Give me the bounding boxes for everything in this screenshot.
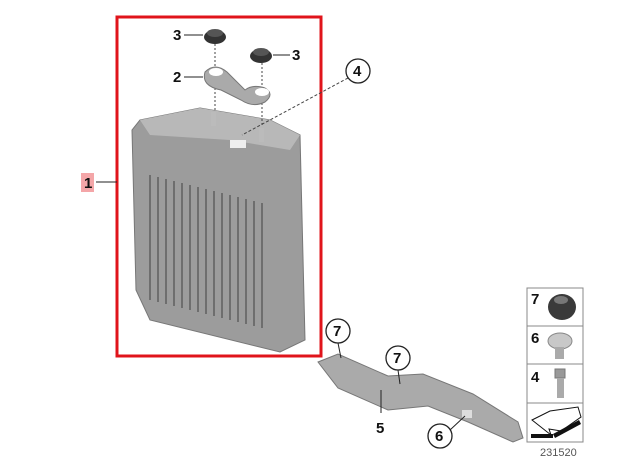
- pan-head-screw-icon: [547, 332, 573, 359]
- callout-5[interactable]: 5: [376, 390, 384, 437]
- hex-bolt-icon: [554, 368, 566, 398]
- svg-text:4: 4: [353, 63, 362, 80]
- callout-3-left[interactable]: 3: [173, 27, 203, 44]
- clip-nut-icon: [548, 294, 576, 320]
- grommet-left-image: [204, 29, 226, 44]
- svg-text:5: 5: [376, 420, 384, 437]
- svg-text:6: 6: [435, 428, 443, 445]
- svg-text:7: 7: [531, 291, 539, 308]
- svg-text:2: 2: [173, 69, 181, 86]
- svg-text:7: 7: [393, 350, 401, 367]
- callout-2[interactable]: 2: [173, 69, 203, 86]
- callout-4-circle[interactable]: 4: [241, 58, 371, 136]
- callout-7-top[interactable]: 7: [325, 318, 351, 359]
- reference-number: 231520: [540, 447, 577, 459]
- svg-text:6: 6: [531, 330, 539, 347]
- grommet-right-image: [250, 48, 272, 63]
- radiator-image: [131, 107, 306, 353]
- svg-text:3: 3: [292, 47, 300, 64]
- fastener-legend: 7 6 4: [526, 287, 584, 443]
- svg-text:7: 7: [333, 323, 341, 340]
- bracket-image: [203, 66, 271, 106]
- callout-7-mid[interactable]: 7: [385, 345, 411, 385]
- direction-arrow-icon: [531, 406, 582, 438]
- svg-text:1: 1: [84, 175, 92, 192]
- callout-6-circle[interactable]: 6: [427, 415, 466, 449]
- legend-item-4[interactable]: 4: [531, 368, 566, 398]
- svg-text:3: 3: [173, 27, 181, 44]
- callout-3-right[interactable]: 3: [273, 47, 300, 64]
- assembly-label-1[interactable]: 1: [81, 173, 117, 192]
- mounting-strip-image: [317, 353, 524, 443]
- legend-item-7[interactable]: 7: [531, 291, 576, 320]
- svg-text:4: 4: [531, 369, 540, 386]
- assembly-highlight-frame[interactable]: [115, 15, 323, 358]
- legend-item-6[interactable]: 6: [531, 330, 573, 359]
